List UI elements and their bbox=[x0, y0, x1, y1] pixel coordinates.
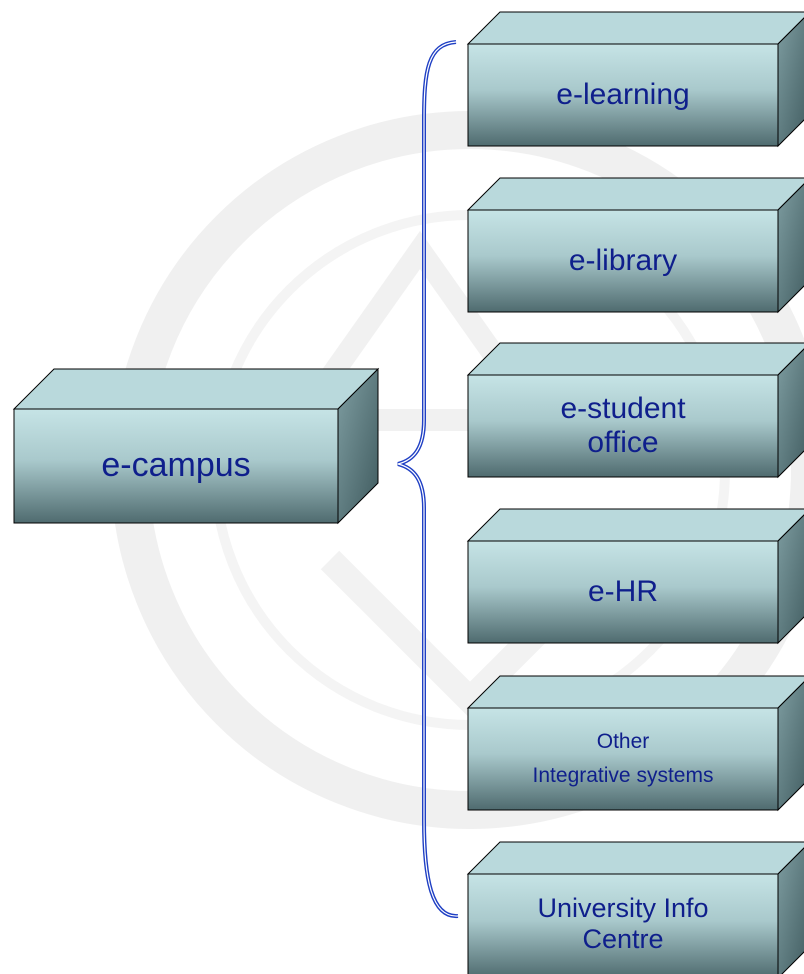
module-box-e-student-office bbox=[466, 342, 804, 479]
module-box-other-integrative-systems bbox=[466, 675, 804, 812]
module-box-label-e-learning: e-learning bbox=[556, 77, 690, 111]
module-box-label-other-integrative-systems: Other Integrative systems bbox=[532, 730, 714, 787]
module-box-label-e-library: e-library bbox=[568, 243, 678, 277]
module-box-e-learning bbox=[466, 11, 804, 148]
module-box-e-hr bbox=[466, 508, 804, 645]
module-box-label-e-hr: e-HR bbox=[587, 574, 658, 608]
module-box-label-e-student-office: e-student office bbox=[560, 391, 686, 460]
root-box-e-campus bbox=[12, 367, 380, 525]
root-box-label: e-campus bbox=[101, 446, 251, 485]
module-box-university-info-centre bbox=[466, 841, 804, 974]
module-box-e-library bbox=[466, 177, 804, 314]
module-box-label-university-info-centre: University Info Centre bbox=[537, 892, 709, 954]
